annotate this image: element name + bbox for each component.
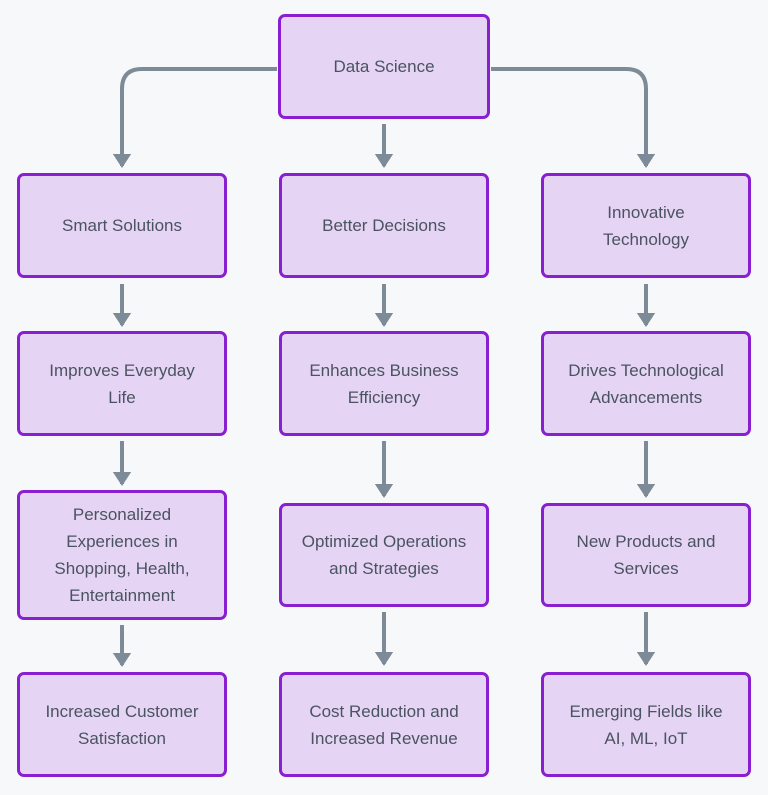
node-label: Personalized Experiences in Shopping, He…: [54, 505, 190, 605]
edge-root-to-innovative-technology: [491, 67, 656, 168]
node-increased-customer-satisfaction: Increased Customer Satisfaction: [17, 672, 227, 777]
node-label: Improves Everyday Life: [49, 360, 195, 407]
node-innovative-technology: Innovative Technology: [541, 173, 751, 278]
node-personalized-experiences: Personalized Experiences in Shopping, He…: [17, 490, 227, 620]
node-emerging-fields: Emerging Fields like AI, ML, IoT: [541, 672, 751, 777]
node-cost-reduction-revenue: Cost Reduction and Increased Revenue: [279, 672, 489, 777]
edge-root-to-smart-solutions: [112, 67, 277, 168]
node-enhances-business-efficiency: Enhances Business Efficiency: [279, 331, 489, 436]
node-label: Smart Solutions: [62, 216, 182, 235]
node-optimized-operations: Optimized Operations and Strategies: [279, 503, 489, 607]
node-label: Optimized Operations and Strategies: [301, 532, 467, 578]
node-label: Better Decisions: [322, 216, 446, 235]
node-better-decisions: Better Decisions: [279, 173, 489, 278]
node-label: Increased Customer Satisfaction: [45, 701, 199, 748]
node-label: Drives Technological Advancements: [568, 360, 724, 407]
node-improves-everyday-life: Improves Everyday Life: [17, 331, 227, 436]
node-label: Data Science: [333, 57, 435, 76]
node-new-products-services: New Products and Services: [541, 503, 751, 607]
node-label: Emerging Fields like AI, ML, IoT: [569, 701, 723, 748]
node-drives-tech-advancements: Drives Technological Advancements: [541, 331, 751, 436]
node-label: Cost Reduction and Increased Revenue: [309, 701, 459, 748]
node-label: Innovative Technology: [602, 202, 689, 249]
node-data-science: Data Science: [278, 14, 490, 119]
node-label: Enhances Business Efficiency: [309, 360, 459, 407]
node-smart-solutions: Smart Solutions: [17, 173, 227, 278]
node-label: New Products and Services: [576, 532, 716, 578]
